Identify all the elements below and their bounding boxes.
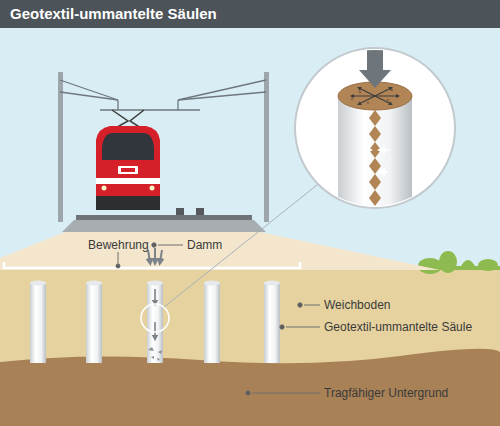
- detail-leader: [164, 181, 322, 307]
- title-bar: [0, 0, 500, 28]
- leader-lines: [116, 243, 320, 395]
- load-arrows: [148, 248, 162, 262]
- part-label: Bewehrung: [88, 238, 149, 252]
- detail-marker: [141, 304, 169, 332]
- part-label: Geotextil-ummantelte Säule: [324, 320, 472, 334]
- rails: [176, 208, 204, 215]
- catenary: [58, 72, 269, 222]
- columns: [30, 281, 280, 364]
- embankment: [0, 232, 440, 270]
- reinforcement: [4, 262, 300, 268]
- track: [76, 215, 252, 220]
- bearing-ground: [0, 349, 500, 426]
- part-label: Weichboden: [324, 298, 391, 312]
- locomotive: [96, 110, 160, 210]
- zoom-circle: [295, 48, 455, 208]
- part-label: Tragfähiger Untergrund: [324, 386, 448, 400]
- grass: [395, 251, 500, 274]
- column-toe: [148, 347, 162, 361]
- part-label: Damm: [187, 238, 222, 252]
- title: Geotextil-ummantelte Säulen: [10, 5, 217, 23]
- column-load: [154, 289, 156, 338]
- zoom-detail: [338, 50, 412, 216]
- ballast: [62, 220, 266, 232]
